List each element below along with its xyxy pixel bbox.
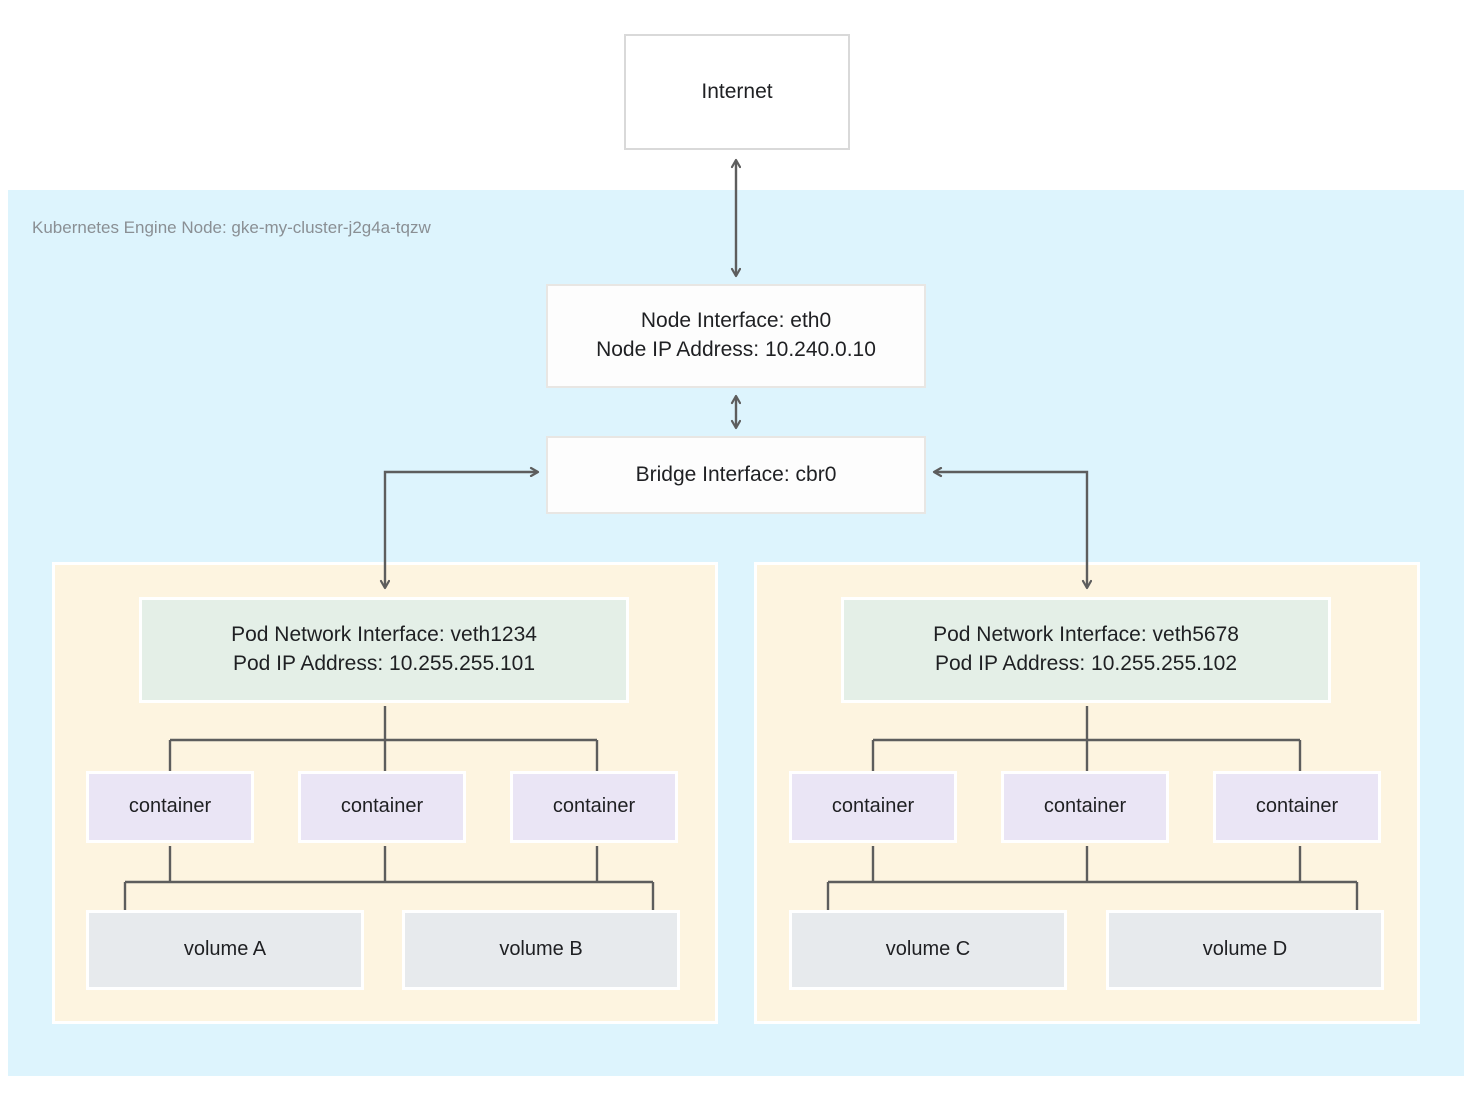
volume-box: volume D (1106, 910, 1384, 990)
kubernetes-node-label: Kubernetes Engine Node: gke-my-cluster-j… (32, 218, 431, 237)
container-box: container (789, 771, 957, 843)
container-label: container (128, 795, 212, 818)
volume-label: volume B (499, 938, 583, 961)
internet-node: Internet (624, 34, 850, 150)
internet-label: Internet (701, 79, 773, 103)
container-box: container (1213, 771, 1381, 843)
pod-network-interface-right: Pod Network Interface: veth5678 Pod IP A… (841, 597, 1331, 703)
volume-label: volume A (183, 938, 267, 961)
pod-left-interface-name: Pod Network Interface: veth1234 (231, 623, 537, 647)
container-label: container (1255, 795, 1339, 818)
bridge-interface-node: Bridge Interface: cbr0 (546, 436, 926, 514)
volume-label: volume C (885, 938, 971, 961)
container-label: container (831, 795, 915, 818)
volume-box: volume B (402, 910, 680, 990)
volume-box: volume C (789, 910, 1067, 990)
container-label: container (1043, 795, 1127, 818)
container-label: container (552, 795, 636, 818)
volume-box: volume A (86, 910, 364, 990)
node-interface-node: Node Interface: eth0 Node IP Address: 10… (546, 284, 926, 388)
container-box: container (510, 771, 678, 843)
pod-right-ip-address: Pod IP Address: 10.255.255.102 (934, 652, 1238, 675)
pod-network-interface-left: Pod Network Interface: veth1234 Pod IP A… (139, 597, 629, 703)
pod-right-interface-name: Pod Network Interface: veth5678 (933, 623, 1239, 647)
bridge-interface-label: Bridge Interface: cbr0 (635, 462, 837, 486)
pod-left-ip-address: Pod IP Address: 10.255.255.101 (232, 652, 536, 675)
node-ip-address: Node IP Address: 10.240.0.10 (596, 338, 876, 361)
container-box: container (298, 771, 466, 843)
container-label: container (340, 795, 424, 818)
container-box: container (1001, 771, 1169, 843)
volume-label: volume D (1202, 938, 1288, 961)
node-interface-name: Node Interface: eth0 (640, 309, 832, 333)
container-box: container (86, 771, 254, 843)
